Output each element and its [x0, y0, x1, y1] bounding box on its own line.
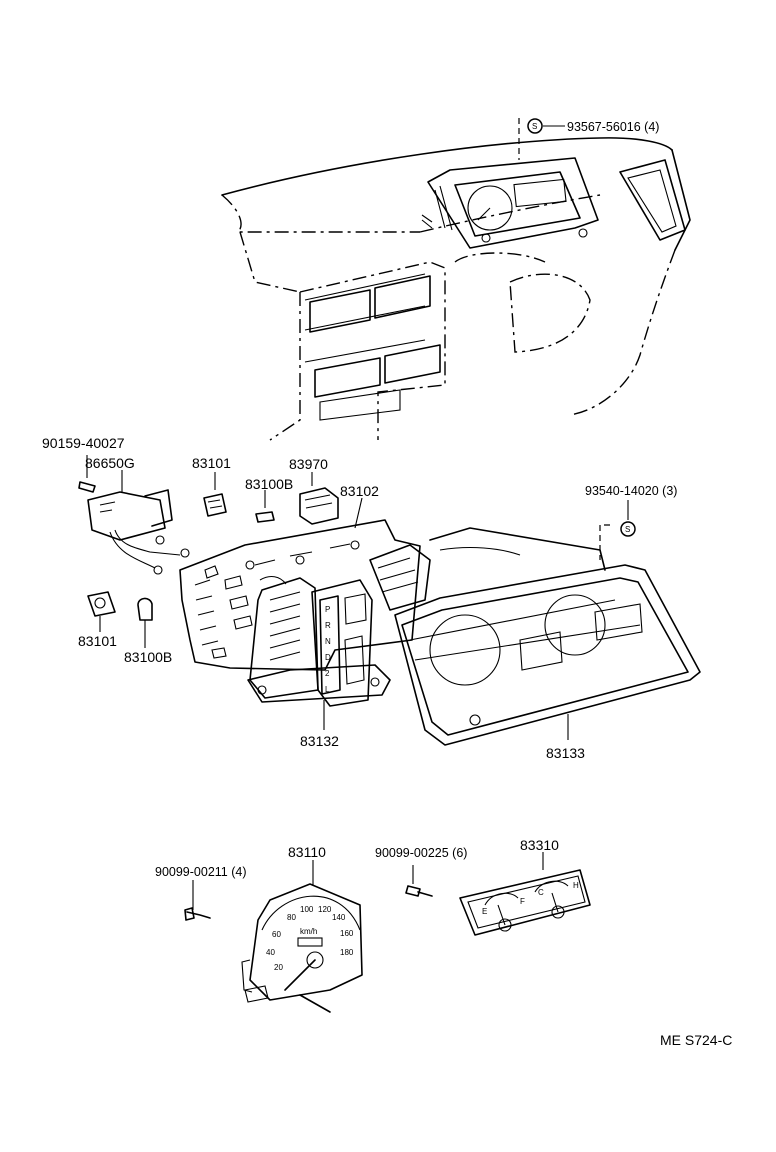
part-label-90159: 90159-40027 — [42, 435, 125, 451]
part-label-83102: 83102 — [340, 483, 379, 499]
fuel-temp-gauge-83310: E F C H — [459, 852, 591, 936]
svg-text:80: 80 — [287, 913, 296, 922]
callout-93540: S — [599, 500, 636, 560]
part-label-83970: 83970 — [289, 456, 328, 472]
svg-text:100: 100 — [300, 905, 314, 914]
svg-text:160: 160 — [340, 929, 354, 938]
connector-83970 — [299, 472, 339, 525]
svg-text:km/h: km/h — [300, 927, 317, 936]
svg-text:P: P — [325, 605, 330, 614]
case-83132: P R N D 2 L — [247, 544, 431, 730]
lens-83133 — [394, 527, 701, 746]
svg-text:N: N — [325, 637, 331, 646]
speedometer-83110: 20 40 60 80 100 120 140 160 180 km/h — [241, 860, 363, 1013]
bulb-83100b-top — [255, 490, 275, 523]
diagram-code: ME S724-C — [660, 1032, 732, 1048]
part-label-83133: 83133 — [546, 745, 585, 761]
part-label-83101-top: 83101 — [192, 455, 231, 471]
part-label-93567: 93567-56016 (4) — [567, 120, 659, 134]
svg-text:S: S — [532, 122, 537, 131]
socket-83101-bottom — [87, 591, 116, 632]
part-label-90099-00211: 90099-00211 (4) — [155, 865, 247, 879]
printed-circuit-83102 — [179, 497, 421, 671]
cluster-installed — [421, 157, 599, 249]
part-label-93540: 93540-14020 (3) — [585, 484, 677, 498]
svg-text:40: 40 — [266, 948, 275, 957]
part-label-86650g: 86650G — [85, 455, 135, 471]
svg-text:140: 140 — [332, 913, 346, 922]
svg-text:180: 180 — [340, 948, 354, 957]
callout-93567: S 93567-56016 (4) — [518, 118, 659, 160]
screw-90099-00225 — [405, 865, 433, 897]
svg-text:S: S — [625, 525, 630, 534]
part-label-83100b-bottom: 83100B — [124, 649, 172, 665]
part-label-90099-00225: 90099-00225 (6) — [375, 846, 467, 860]
svg-text:R: R — [325, 621, 331, 630]
svg-text:H: H — [573, 881, 579, 890]
bulb-83100b-bottom — [137, 597, 153, 648]
svg-text:L: L — [325, 685, 330, 694]
dashboard-outline — [221, 137, 691, 441]
screw-90159 — [78, 455, 96, 493]
svg-text:F: F — [520, 897, 525, 906]
svg-text:D: D — [325, 653, 331, 662]
svg-text:20: 20 — [274, 963, 283, 972]
svg-text:120: 120 — [318, 905, 332, 914]
screw-symbol-2 — [620, 521, 636, 537]
svg-text:E: E — [482, 907, 487, 916]
part-label-83101-bottom: 83101 — [78, 633, 117, 649]
part-label-83310: 83310 — [520, 837, 559, 853]
svg-text:60: 60 — [272, 930, 281, 939]
svg-text:2: 2 — [325, 669, 330, 678]
screw-90099-00211 — [184, 880, 211, 921]
part-label-83110: 83110 — [288, 844, 326, 860]
buzzer-86650g — [87, 470, 190, 575]
svg-text:C: C — [538, 888, 544, 897]
socket-83101-top — [203, 472, 227, 517]
part-label-83132: 83132 — [300, 733, 339, 749]
screw-symbol — [527, 118, 543, 134]
part-label-83100b-top: 83100B — [245, 476, 293, 492]
